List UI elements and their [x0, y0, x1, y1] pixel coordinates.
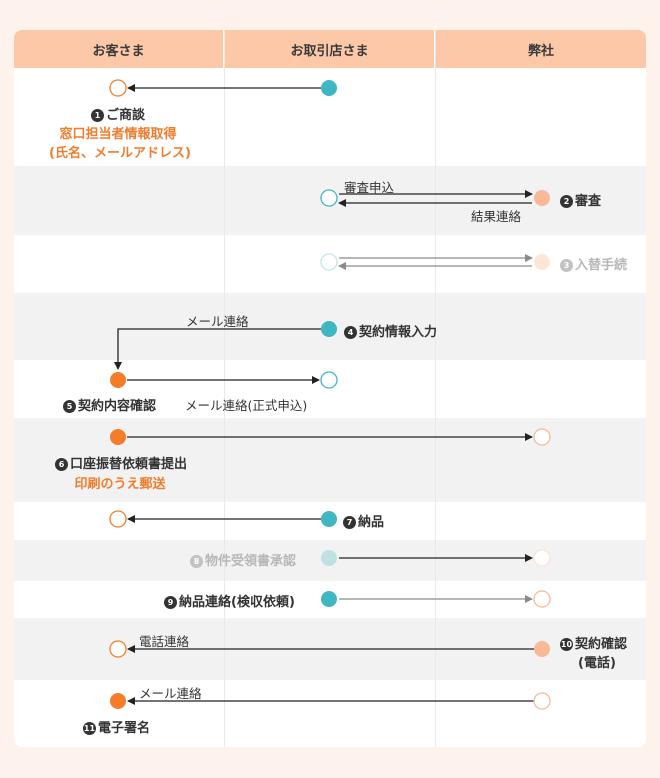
step10-number: 10	[560, 638, 573, 651]
step4-number: 4	[344, 326, 357, 339]
node-customer-11	[110, 693, 126, 709]
step10-sub: (電話)	[578, 656, 616, 671]
arrow-step4	[114, 328, 321, 370]
step1-sub1: 窓口担当者情報取得	[59, 127, 177, 142]
column-header-dealer: お取引店さま	[225, 30, 434, 68]
node-customer-6	[110, 429, 126, 445]
step11-number: 11	[83, 722, 96, 735]
step7-number: 7	[343, 516, 356, 529]
node-customer-10	[109, 640, 127, 658]
step2-arrow-label-out: 審査申込	[344, 180, 395, 195]
node-company-10	[534, 641, 550, 657]
node-dealer-4	[321, 321, 337, 337]
step9-number: 9	[164, 596, 177, 609]
column-header-customer: お客さま	[14, 30, 223, 68]
node-dealer-1	[321, 80, 337, 96]
node-dealer-8	[321, 550, 337, 566]
step2-number: 2	[560, 195, 573, 208]
node-dealer-3	[320, 253, 338, 271]
node-customer-1	[109, 79, 127, 97]
step3-number: 3	[560, 259, 573, 272]
step8-number: 8	[190, 555, 203, 568]
step5-arrow-label: メール連絡(正式申込)	[185, 398, 308, 413]
node-dealer-5	[320, 371, 338, 389]
step5-number: 5	[63, 400, 76, 413]
column-divider	[224, 30, 225, 747]
node-dealer-7	[321, 511, 337, 527]
node-customer-5	[110, 372, 126, 388]
column-divider	[435, 30, 436, 747]
node-company-8	[533, 549, 551, 567]
node-customer-7	[109, 510, 127, 528]
node-company-3	[534, 254, 550, 270]
step1-number: 1	[90, 109, 104, 122]
step1-sub2: (氏名、メールアドレス)	[49, 146, 191, 161]
node-company-2	[534, 190, 550, 206]
step4-arrow-label: メール連絡	[186, 314, 249, 329]
node-dealer-2	[320, 189, 338, 207]
column-header-company: 弊社	[436, 30, 646, 68]
step2-arrow-label-back: 結果連絡	[471, 209, 522, 224]
node-company-6	[533, 428, 551, 446]
step6-sub: 印刷のうえ郵送	[74, 477, 166, 492]
node-dealer-9	[321, 591, 337, 607]
node-company-9	[533, 590, 551, 608]
node-company-11	[533, 692, 551, 710]
step10-arrow-label: 電話連絡	[139, 634, 190, 649]
step11-arrow-label: メール連絡	[139, 686, 202, 701]
step6-number: 6	[54, 458, 68, 471]
